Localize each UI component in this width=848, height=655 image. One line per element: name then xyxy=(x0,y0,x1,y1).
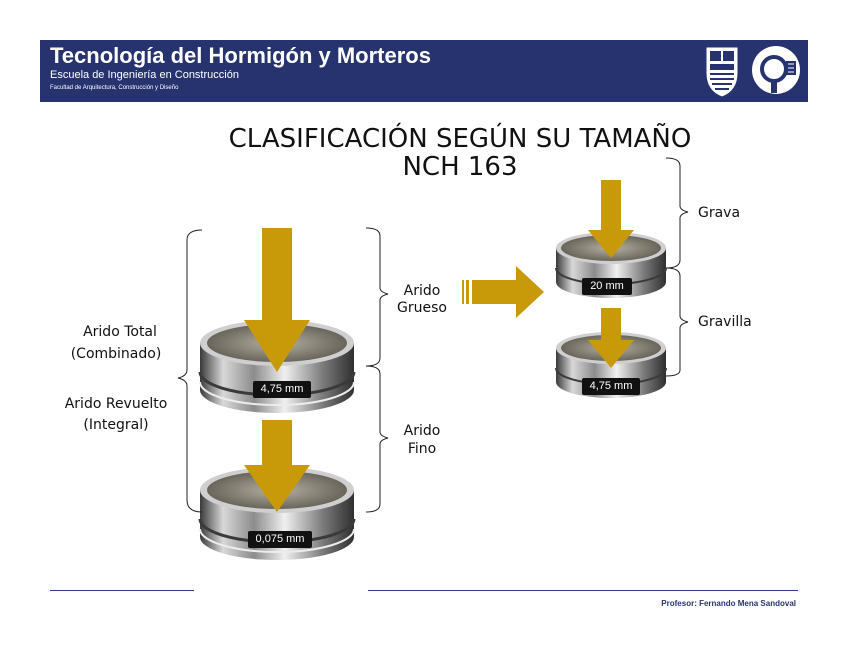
label-arido-grueso-2: Grueso xyxy=(392,299,452,318)
sieve-size-right-top: 20 mm xyxy=(582,278,632,295)
label-combinado: (Combinado) xyxy=(56,345,176,364)
label-integral: (Integral) xyxy=(56,416,176,435)
bracket-total xyxy=(178,230,202,512)
sieve-size-left-bottom: 0,075 mm xyxy=(248,531,312,548)
bracket-gravilla xyxy=(666,268,688,376)
footer-line-left xyxy=(50,590,194,591)
sieve-size-right-bottom: 4,75 mm xyxy=(582,378,640,395)
label-arido-fino-1: Arido xyxy=(392,422,452,441)
label-gravilla: Gravilla xyxy=(698,313,752,332)
footer-professor: Profesor: Fernando Mena Sandoval xyxy=(661,599,796,608)
bracket-grava xyxy=(666,158,688,268)
label-arido-fino-2: Fino xyxy=(392,440,452,459)
bracket-fino xyxy=(366,366,388,512)
label-arido-revuelto: Arido Revuelto xyxy=(56,395,176,414)
arrow-right xyxy=(462,266,544,318)
label-grava: Grava xyxy=(698,204,740,223)
sieve-size-left-top: 4,75 mm xyxy=(253,381,311,398)
bracket-grueso xyxy=(366,228,388,366)
label-arido-total: Arido Total xyxy=(60,323,180,342)
footer-line-right xyxy=(368,590,798,591)
